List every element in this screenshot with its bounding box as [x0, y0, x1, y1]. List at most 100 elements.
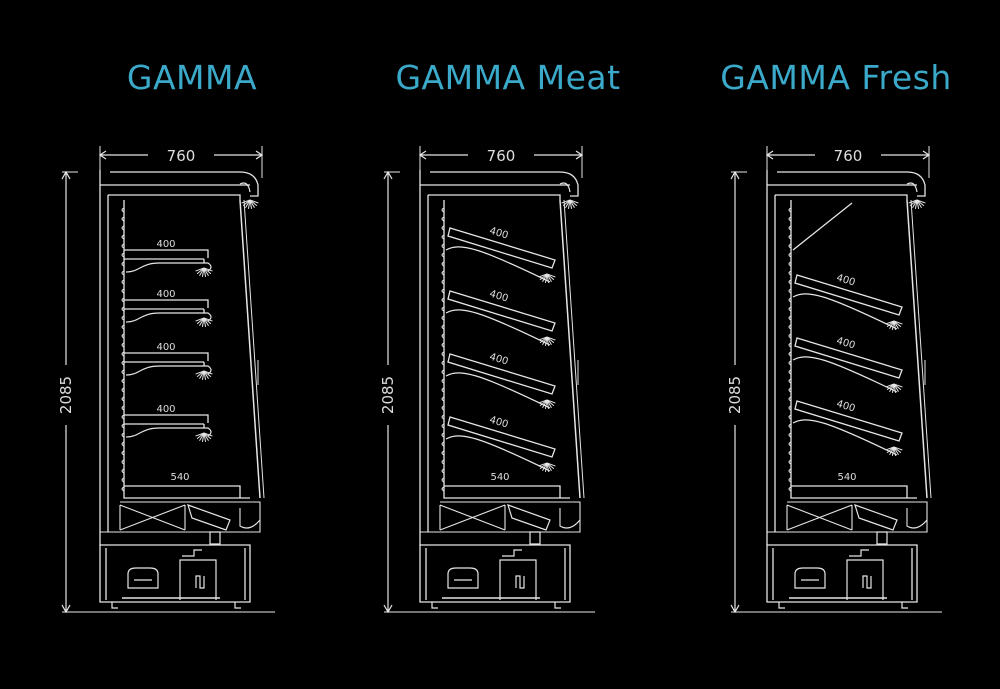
light-ray	[544, 336, 548, 346]
back-panel-hole	[121, 324, 125, 330]
back-panel-hole	[121, 477, 125, 483]
shelf-deflector	[792, 356, 898, 393]
back-panel-hole	[121, 360, 125, 366]
back-panel-hole	[788, 486, 792, 492]
shelf-depth-label: 400	[156, 342, 175, 353]
back-wall	[443, 200, 570, 499]
light-ray	[203, 432, 209, 442]
light-ray	[203, 267, 213, 272]
light-ray	[544, 462, 548, 472]
light-ray	[199, 432, 205, 442]
light-ray	[561, 199, 571, 204]
shelf-deflector	[445, 246, 551, 283]
back-panel-hole	[788, 252, 792, 258]
width-dimension-arrow	[98, 150, 264, 160]
back-panel-hole	[788, 378, 792, 384]
back-panel-hole	[441, 387, 445, 393]
condenser-unit	[179, 549, 217, 600]
back-panel-hole	[121, 450, 125, 456]
light-ray	[196, 370, 205, 378]
back-panel-hole	[441, 234, 445, 240]
light-ray	[916, 199, 925, 207]
back-panel-hole	[788, 396, 792, 402]
light-ray	[546, 462, 556, 467]
compressor-icon	[794, 567, 826, 589]
light-ray	[538, 462, 548, 467]
back-panel-hole	[121, 297, 125, 303]
shelf-depth-label: 400	[835, 336, 856, 352]
tilted-shelf-outline	[794, 274, 903, 316]
light-ray	[203, 370, 209, 380]
light-ray	[201, 432, 205, 442]
light-ray	[542, 336, 548, 346]
compressor-icon	[447, 567, 479, 589]
light-ray	[886, 446, 895, 454]
width-dimension-label: 760	[167, 147, 196, 165]
shelf-depth-label: 400	[835, 399, 856, 415]
light-ray	[546, 462, 555, 470]
back-panel-hole	[121, 225, 125, 231]
light-ray	[249, 199, 255, 209]
drain-box	[529, 531, 541, 545]
panel-title-gamma-fresh: GAMMA Fresh	[720, 58, 952, 97]
back-panel-hole	[788, 414, 792, 420]
front-glass-inner	[910, 199, 932, 499]
back-panel-hole	[788, 225, 792, 231]
shelf-depth-label: 400	[488, 352, 509, 368]
light-ray	[199, 317, 205, 327]
back-panel-hole	[788, 360, 792, 366]
light-ray	[908, 199, 918, 204]
light-fan-icon	[885, 383, 903, 393]
light-ray	[201, 317, 205, 327]
back-panel-hole	[441, 342, 445, 348]
light-ray	[546, 399, 555, 407]
back-panel-hole	[788, 468, 792, 474]
back-panel-hole	[788, 477, 792, 483]
light-ray	[201, 370, 205, 380]
back-panel-hole	[788, 351, 792, 357]
back-panel-hole	[121, 333, 125, 339]
back-panel-hole	[441, 207, 445, 213]
back-panel-hole	[788, 423, 792, 429]
back-panel-hole	[121, 270, 125, 276]
back-panel-hole	[121, 486, 125, 492]
tilted-shelf-outline	[447, 416, 556, 458]
drain-box	[209, 531, 221, 545]
light-ray	[203, 267, 212, 275]
shelf: 400	[124, 342, 213, 380]
shelf-deflector	[125, 262, 212, 273]
back-panel-hole	[121, 396, 125, 402]
back-panel-hole	[788, 324, 792, 330]
back-panel-hole	[121, 468, 125, 474]
light-fan-icon	[195, 317, 213, 327]
light-ray	[203, 432, 212, 440]
canopy-curve	[559, 182, 571, 193]
light-ray	[199, 267, 205, 277]
light-ray	[889, 320, 895, 330]
base-unit	[99, 544, 251, 603]
light-ray	[916, 199, 926, 204]
base-depth-label: 540	[170, 472, 189, 483]
shelf: 400	[792, 399, 903, 456]
tilted-shelf-outline	[794, 400, 903, 442]
back-panel-hole	[788, 315, 792, 321]
back-panel-hole	[788, 432, 792, 438]
height-dimension-label: 2085	[57, 376, 75, 414]
compressor-icon	[127, 567, 159, 589]
evaporator	[420, 501, 581, 533]
light-ray	[893, 320, 902, 328]
light-ray	[539, 399, 548, 407]
front-glass	[906, 199, 928, 499]
shelf-outline	[124, 299, 209, 313]
back-panel-hole	[441, 360, 445, 366]
back-panel-hole	[788, 261, 792, 267]
light-ray	[569, 199, 573, 209]
light-ray	[569, 199, 578, 207]
shelf-deflector	[125, 312, 212, 323]
shelf-deflector	[125, 427, 212, 438]
shelf-deflector	[792, 293, 898, 330]
light-ray	[893, 383, 903, 388]
light-ray	[539, 462, 548, 470]
